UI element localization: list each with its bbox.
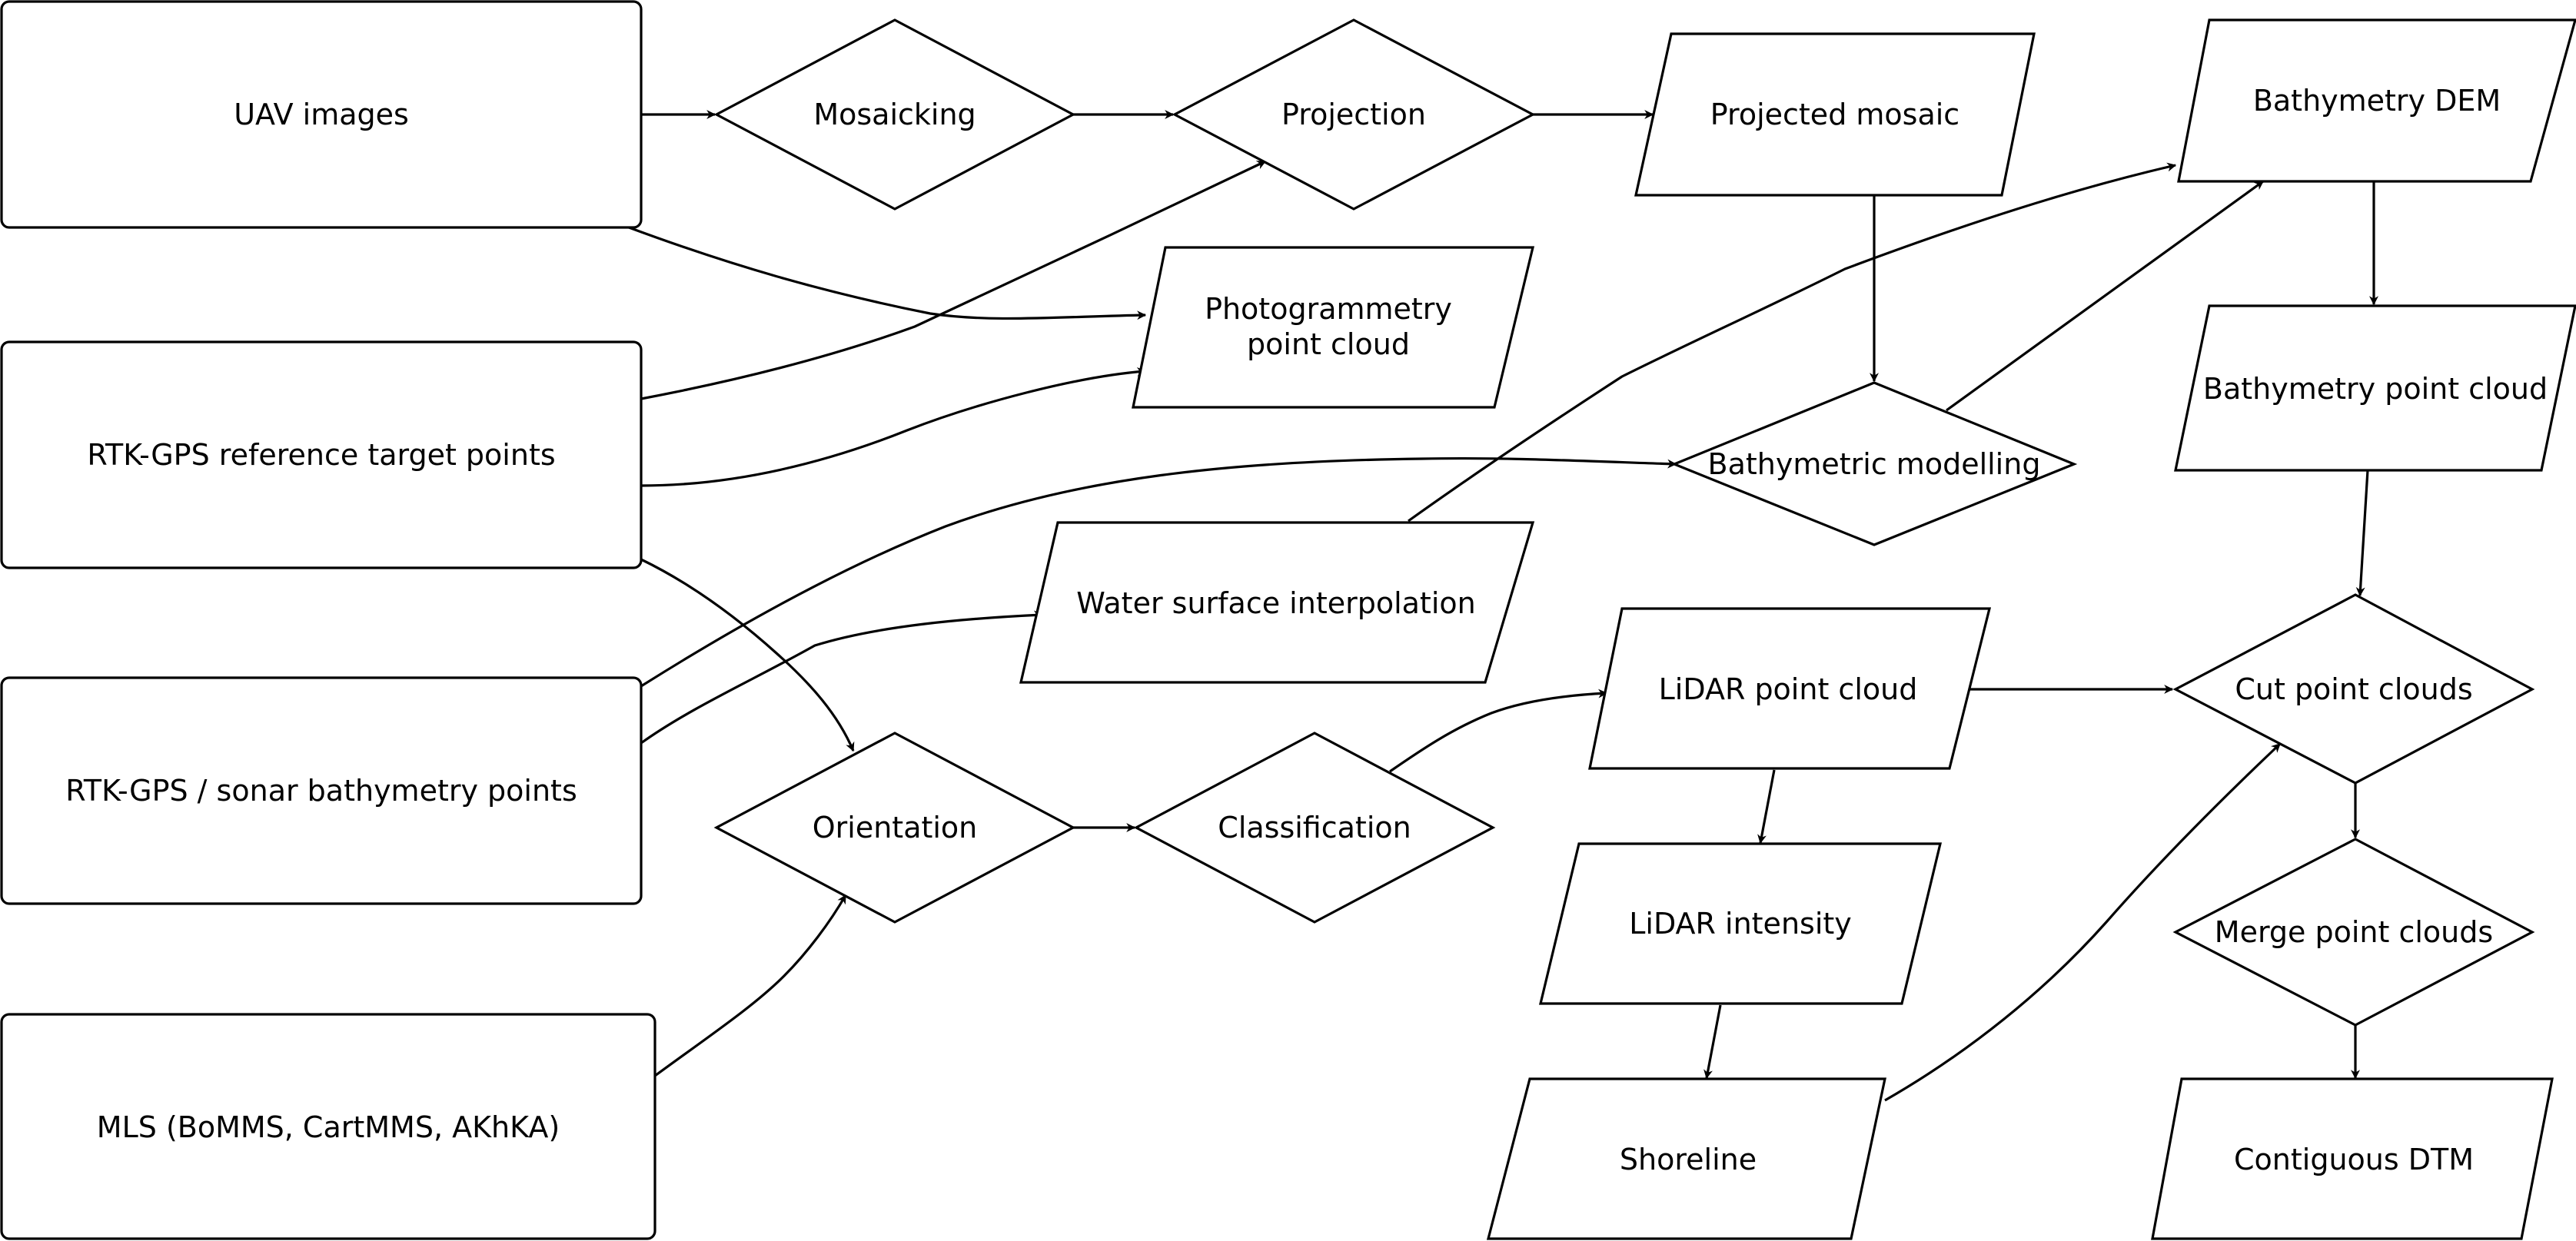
data-parallelogram <box>2151 1077 2554 1240</box>
node-bathymetry-dem: Bathymetry DEM <box>2177 18 2576 183</box>
node-cut-point-clouds: Cut point clouds <box>2172 593 2535 785</box>
node-label: Cut point clouds <box>2235 672 2472 706</box>
node-projection: Projection <box>1172 18 1536 211</box>
node-merge-point-clouds: Merge point clouds <box>2172 838 2535 1027</box>
node-bathymetric-modelling: Bathymetric modelling <box>1670 381 2078 546</box>
node-label: Contiguous DTM <box>2234 1143 2474 1176</box>
node-label: Orientation <box>813 811 978 844</box>
node-rtk-gps-reference-target-points: RTK-GPS reference target points <box>0 340 643 569</box>
data-parallelogram <box>1132 246 1535 409</box>
node-bathymetry-point-cloud: Bathymetry point cloud <box>2174 304 2576 472</box>
edge-rtk-ref-to-photogrammetry <box>640 367 1147 487</box>
node-mosaicking: Mosaicking <box>713 18 1076 211</box>
process-diamond <box>2172 593 2535 785</box>
edge-lidar-intensity-to-shoreline <box>1703 1004 1722 1080</box>
data-parallelogram <box>2177 18 2576 183</box>
edge-rtk-ref-to-orientation <box>640 558 855 752</box>
node-contiguous-dtm: Contiguous DTM <box>2151 1077 2554 1240</box>
node-label: Merge point clouds <box>2215 915 2493 949</box>
data-parallelogram <box>1538 842 1943 1005</box>
process-diamond <box>1670 381 2078 546</box>
process-diamond <box>713 18 1076 211</box>
edge-shoreline-to-cut <box>1884 742 2282 1102</box>
node-water-surface-interpolation: Water surface interpolation <box>1019 521 1535 684</box>
node-label: MLS (BoMMS, CartMMS, AKhKA) <box>97 1110 560 1144</box>
input-box <box>0 340 643 569</box>
node-shoreline: Shoreline <box>1486 1077 1886 1240</box>
edge-uav-to-photogrammetry <box>628 226 1147 320</box>
node-label: LiDAR intensity <box>1629 907 1852 941</box>
node-label: Mosaicking <box>813 98 976 131</box>
process-diamond <box>713 732 1076 924</box>
node-label: Classification <box>1218 811 1411 844</box>
node-label: Shoreline <box>1620 1143 1757 1176</box>
edge-mls-to-orientation <box>654 894 847 1077</box>
node-label: RTK-GPS / sonar bathymetry points <box>65 774 577 808</box>
node-lidar-point-cloud: LiDAR point cloud <box>1588 607 1992 770</box>
node-projected-mosaic: Projected mosaic <box>1634 32 2036 197</box>
input-box <box>0 0 643 229</box>
input-box <box>0 1013 656 1240</box>
node-label: RTK-GPS reference target points <box>87 438 555 472</box>
node-rtk-gps-sonar-bathymetry-points: RTK-GPS / sonar bathymetry points <box>0 676 643 905</box>
node-classification: Classification <box>1133 732 1496 924</box>
node-label: Bathymetry DEM <box>2253 84 2501 118</box>
edge-bathymetric-modelling-to-bathymetry-dem <box>1946 180 2264 412</box>
edge-classification-to-lidar <box>1389 689 1608 773</box>
edge-rtk-sonar-to-water-surface <box>640 610 1044 745</box>
node-label: Bathymetry point cloud <box>2203 372 2548 406</box>
process-diamond <box>1172 18 1536 211</box>
edge-rtk-ref-to-projection <box>640 160 1267 400</box>
data-parallelogram <box>2174 304 2576 472</box>
edge-rtk-sonar-to-bathymetric-modelling <box>640 456 1677 688</box>
data-parallelogram <box>1634 32 2036 197</box>
data-parallelogram <box>1588 607 1992 770</box>
node-label: UAV images <box>234 98 409 131</box>
node-uav-images: UAV images <box>0 0 643 229</box>
node-label: LiDAR point cloud <box>1659 672 1918 706</box>
node-label: Water surface interpolation <box>1076 586 1475 620</box>
node-orientation: Orientation <box>713 732 1076 924</box>
node-lidar-intensity: LiDAR intensity <box>1538 842 1943 1005</box>
node-label: Bathymetric modelling <box>1708 447 2041 481</box>
node-label: Projection <box>1281 98 1426 131</box>
process-diamond <box>2172 838 2535 1027</box>
node-mls: MLS (BoMMS, CartMMS, AKhKA) <box>0 1013 656 1240</box>
edge-water-surface-to-bathymetry-dem <box>1408 162 2177 523</box>
node-label: Projected mosaic <box>1710 98 1959 131</box>
node-photogrammetry-point-cloud: Photogrammetry point cloud <box>1132 246 1535 409</box>
node-label-line2: point cloud <box>1247 327 1410 361</box>
data-parallelogram <box>1486 1077 1886 1240</box>
edge-lidar-to-lidar-intensity <box>1757 769 1776 844</box>
edges <box>628 110 2378 1102</box>
edge-bathymetry-point-cloud-to-cut <box>2355 470 2369 597</box>
input-box <box>0 676 643 905</box>
node-label-line1: Photogrammetry <box>1205 292 1452 326</box>
process-diamond <box>1133 732 1496 924</box>
data-parallelogram <box>1019 521 1535 684</box>
